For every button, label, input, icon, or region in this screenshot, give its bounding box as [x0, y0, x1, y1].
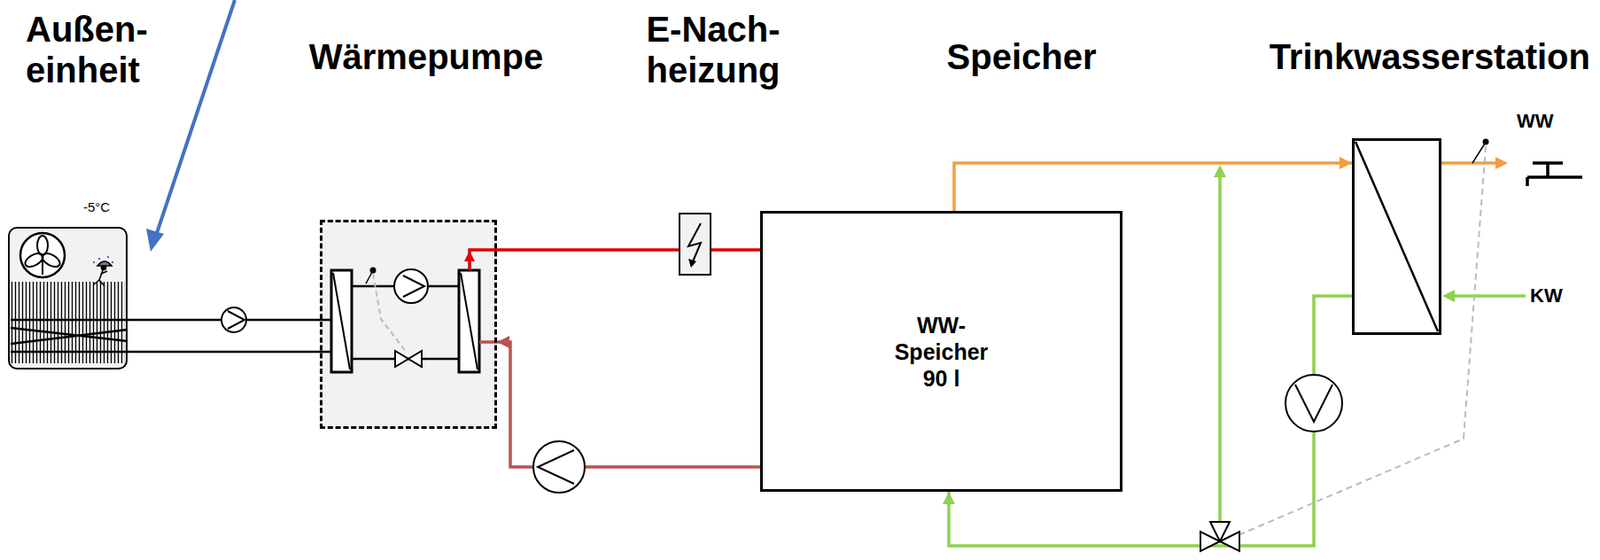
outdoor-unit — [7, 226, 128, 370]
callout-arrow — [146, 0, 235, 252]
tank-label: WW- Speicher 90 l — [889, 311, 995, 392]
three-way-valve — [1200, 521, 1240, 552]
circulation-pump — [1285, 374, 1343, 432]
pipe-line — [497, 248, 679, 252]
pipe-line — [711, 248, 761, 252]
column-heading: Wärmepumpe — [293, 36, 560, 78]
heat-pump-circuit — [319, 219, 498, 429]
component-box: Wärmepumpe — [319, 219, 498, 429]
return-pump — [533, 441, 585, 493]
pipe-label: WW — [1516, 109, 1554, 133]
station-details — [1213, 138, 1583, 542]
arrow-head — [1339, 156, 1352, 170]
pipe-connector — [954, 156, 1352, 211]
arrow-head — [942, 491, 956, 505]
brine-pump — [221, 307, 247, 333]
pipe-label: KW — [1530, 284, 1563, 308]
component-box: Trinkwasserstation — [1351, 138, 1442, 335]
arrow-head — [497, 335, 510, 349]
pipe-connector — [497, 335, 761, 467]
pipe-line — [497, 341, 761, 467]
temperature-label: -5°C — [83, 199, 137, 216]
heater-symbol — [678, 212, 712, 276]
pipe-line — [954, 163, 1352, 211]
component-box: Außen- einheit-5°C — [7, 226, 128, 370]
column-heading: Trinkwasserstation — [1244, 36, 1591, 78]
storage-tank: SpeicherWW- Speicher 90 l — [760, 210, 1123, 492]
column-heading: Speicher — [924, 36, 1119, 78]
pipe-connector — [711, 249, 761, 251]
component-box: E-Nach- heizung — [678, 212, 712, 276]
pipe-connector — [497, 249, 679, 251]
column-heading: Außen- einheit — [25, 8, 172, 91]
column-heading: E-Nach- heizung — [636, 8, 792, 91]
